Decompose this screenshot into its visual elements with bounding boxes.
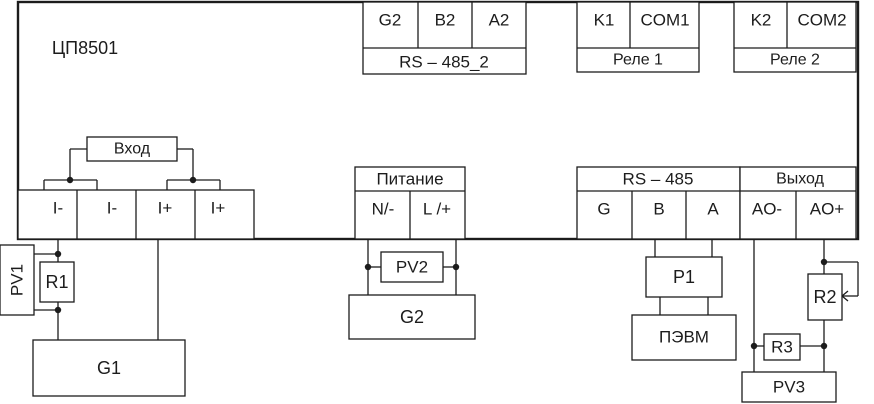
power-block: Питание N/- L /+ [354,166,466,240]
output-label: Выход [776,171,825,188]
g1-label: G1 [97,358,121,378]
rs485-2-terminal-g2: G2 [379,11,402,30]
rs485-terminal-b: B [653,200,664,219]
relay2-terminal-k2: K2 [751,11,772,30]
output-terminal-ao-minus: AO- [752,200,782,219]
interface-circuit: P1 ПЭВМ [631,239,737,361]
pv2-label: PV2 [396,258,428,277]
g2-label: G2 [400,307,424,327]
r3-label: R3 [771,338,793,357]
r2-label: R2 [813,287,836,307]
p1-label: P1 [673,267,695,287]
g2-source [348,294,476,340]
relay2-label: Реле 2 [770,52,820,69]
p1-converter [645,256,723,298]
power-terminal-l: L /+ [423,200,451,219]
pv2-meter [380,251,444,283]
pv3-meter [741,371,837,403]
r3-resistor [763,333,801,361]
input-block: Вход I- I- I+ I+ [17,136,255,240]
output-outline [739,166,857,240]
pv1-label: PV1 [8,264,27,296]
output-terminal-ao-plus: AO+ [810,200,845,219]
rs485-2-terminal-a2: A2 [489,11,510,30]
rs485-label: RS – 485 [623,170,694,189]
rs485-terminal-g: G [597,200,610,219]
pc-computer [631,314,737,361]
input-terminal-i-plus-2: I+ [211,199,226,218]
input-label: Вход [114,141,151,158]
input-terminal-i-minus-2: I- [107,199,117,218]
relay2-block: K2 COM2 Реле 2 [733,1,857,73]
device-model-label: ЦП8501 [52,38,118,58]
pv1-meter [0,244,35,316]
input-terminal-i-plus-1: I+ [158,199,173,218]
pv3-label: PV3 [773,378,805,397]
relay2-terminal-com2: COM2 [797,11,846,30]
relay1-label: Реле 1 [613,52,663,69]
relay2-outline [733,1,857,73]
rs485-terminal-a: A [707,200,719,219]
rs485-2-label: RS – 485_2 [399,53,489,72]
rs485-2-block: G2 B2 A2 RS – 485_2 [362,1,527,75]
power-label: Питание [376,170,443,189]
g1-source [32,339,186,397]
relay1-terminal-com1: COM1 [640,11,689,30]
input-terminal-i-minus-1: I- [53,199,63,218]
power-terminal-n: N/- [372,200,395,219]
relay1-terminal-k1: K1 [594,11,615,30]
input-source-circuit: PV1 R1 G1 [0,239,186,397]
r1-resistor [39,261,75,303]
pc-label: ПЭВМ [659,328,709,347]
r2-rheostat [807,273,843,321]
rs485-outline [576,166,741,240]
rs485-2-terminal-b2: B2 [435,11,456,30]
power-source-circuit: PV2 G2 [348,239,476,340]
output-load-circuit: R2 R3 PV3 [741,239,859,403]
relay1-outline [576,1,700,73]
relay1-block: K1 COM1 Реле 1 [576,1,700,73]
r1-label: R1 [45,272,68,292]
rs485-2-outline [362,1,527,75]
rs485-output-block: RS – 485 Выход G B A AO- AO+ [576,166,857,240]
